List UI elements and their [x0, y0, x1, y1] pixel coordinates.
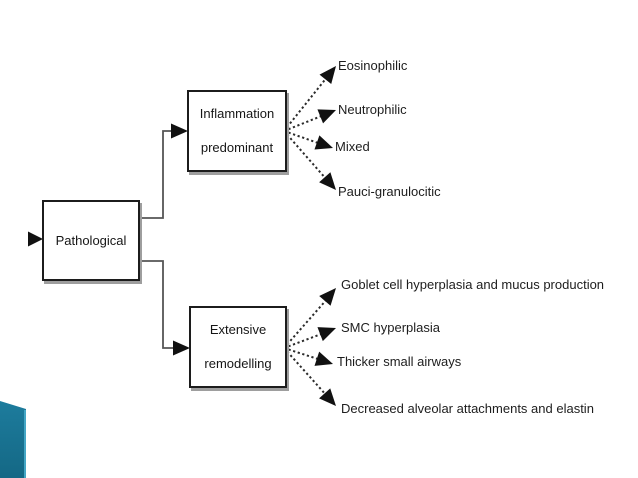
arrowhead-to-remodelling	[173, 340, 190, 356]
leaf-eosinophilic: Eosinophilic	[338, 58, 408, 73]
fan-remodelling-arrowheads	[314, 288, 336, 406]
leaf-mixed: Mixed	[335, 139, 370, 154]
node-pathological-label: Pathological	[55, 233, 127, 248]
leaf-thicker-small-airways: Thicker small airways	[337, 354, 462, 369]
node-extensive-remodelling: Extensive remodelling	[189, 306, 287, 388]
fan-inflammation-connectors	[283, 75, 329, 181]
leaf-smc-hyperplasia: SMC hyperplasia	[341, 320, 440, 335]
connector-root-to-inflammation	[140, 130, 172, 219]
arrowhead-to-inflammation	[171, 123, 188, 139]
leaf-decreased-alveolar-attachments: Decreased alveolar attachments and elast…	[341, 401, 594, 416]
connector-root-to-remodelling	[140, 260, 173, 349]
leaf-goblet-cell-hyperplasia: Goblet cell hyperplasia and mucus produc…	[341, 277, 605, 292]
node-remodelling-label: Extensive remodelling	[204, 322, 272, 371]
teal-corner-accent	[0, 401, 26, 478]
leaf-neutrophilic: Neutrophilic	[338, 102, 407, 117]
fan-remodelling-connectors	[283, 297, 329, 397]
root-entry-arrowhead	[28, 231, 43, 247]
node-inflammation-label: Inflammation predominant	[199, 106, 275, 155]
leaf-pauci-granulocitic: Pauci-granulocitic	[338, 184, 441, 199]
node-inflammation-predominant: Inflammation predominant	[187, 90, 287, 172]
fan-inflammation-arrowheads	[314, 66, 336, 190]
node-pathological: Pathological	[42, 200, 140, 281]
